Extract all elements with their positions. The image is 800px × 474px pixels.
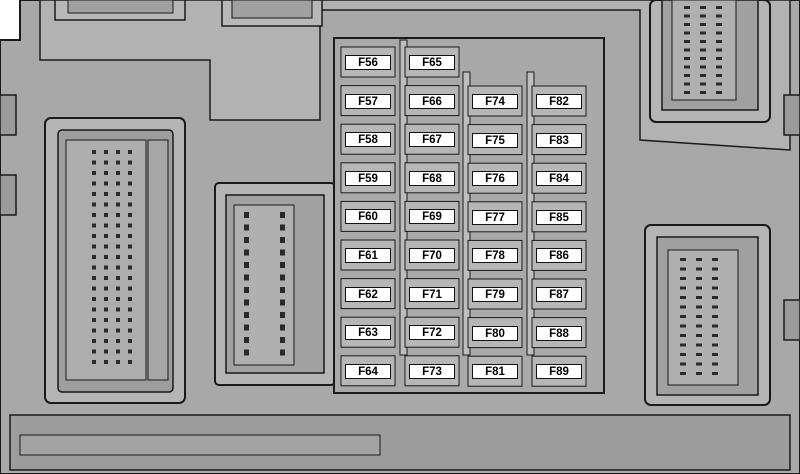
fuse-label-f74: F74 [472,94,518,109]
fuse-label-f72: F72 [409,325,455,341]
fuse-label-f76: F76 [472,171,518,187]
fuse-label-f70: F70 [409,248,455,263]
fuse-label-f59: F59 [345,170,391,186]
fuse-label-f79: F79 [472,287,518,302]
fuse-label-f71: F71 [409,286,455,302]
fuse-label-f63: F63 [345,325,391,341]
fuse-label-f62: F62 [345,286,391,302]
connector-top-right [649,0,771,123]
fuse-label-f57: F57 [345,93,391,109]
connector-top-middle [221,0,323,27]
connector-top-left [54,0,186,21]
fuse-label-f75: F75 [472,132,518,148]
fuse-label-f82: F82 [536,94,582,109]
fuse-label-f80: F80 [472,325,518,341]
fuse-label-f64: F64 [345,363,391,379]
fuse-label-f85: F85 [536,209,582,225]
connector-bottom-right [644,224,771,406]
fuse-label-f65: F65 [409,55,455,70]
fuse-label-f61: F61 [345,248,391,263]
fuse-label-f73: F73 [409,363,455,379]
fuse-label-f89: F89 [536,364,582,380]
connector-left-large [44,117,186,404]
fuse-label-f81: F81 [472,364,518,380]
fuse-label-f78: F78 [472,248,518,264]
connector-middle [214,182,336,386]
fuse-label-f84: F84 [536,171,582,187]
fuse-label-f60: F60 [345,209,391,225]
fuse-label-f58: F58 [345,132,391,148]
fuse-label-f83: F83 [536,132,582,148]
fuse-label-f66: F66 [409,93,455,109]
fuse-label-f88: F88 [536,325,582,341]
fuse-label-f69: F69 [409,209,455,225]
fuse-label-f67: F67 [409,132,455,148]
fuse-label-f56: F56 [345,55,391,70]
fuse-label-f87: F87 [536,287,582,302]
fuse-label-f86: F86 [536,248,582,264]
fuse-label-f77: F77 [472,209,518,225]
fuse-label-f68: F68 [409,170,455,186]
